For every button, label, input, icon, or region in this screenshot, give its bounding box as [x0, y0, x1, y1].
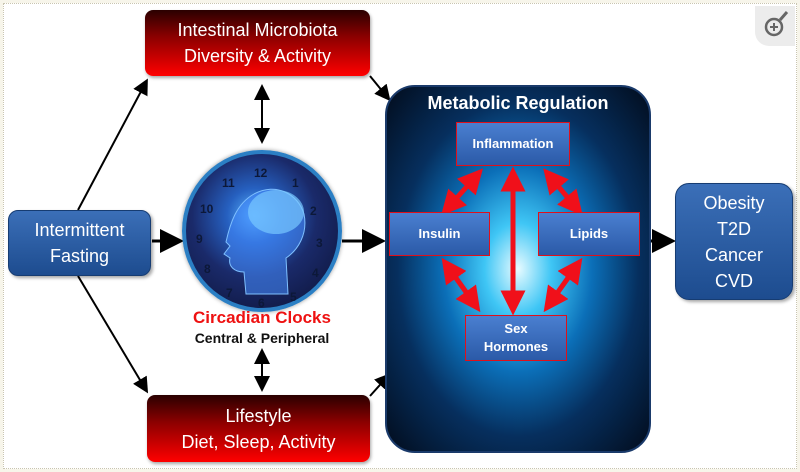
zoom-button[interactable] [755, 6, 795, 46]
arrow-fasting-lifestyle [77, 275, 149, 394]
clock-number: 7 [226, 286, 233, 300]
sex-hormones-box: Sex Hormones [465, 315, 567, 361]
microbiota-subtitle: Diversity & Activity [183, 46, 332, 66]
clock-number: 10 [200, 202, 214, 216]
clock-subtitle: Central & Peripheral [194, 330, 330, 346]
clock-number: 11 [222, 176, 235, 190]
clock-number: 9 [196, 232, 203, 246]
outcomes-box: Obesity T2D Cancer CVD [675, 183, 793, 300]
metabolic-title: Metabolic Regulation [427, 93, 609, 113]
clock-number: 12 [254, 166, 268, 180]
insulin-box: Insulin [389, 212, 490, 256]
insulin-label: Insulin [418, 226, 461, 241]
clock-number: 3 [316, 236, 323, 250]
lipids-label: Lipids [569, 226, 609, 241]
lifestyle-subtitle: Diet, Sleep, Activity [181, 431, 336, 452]
lifestyle-title: Lifestyle [225, 405, 292, 426]
clock-number: 1 [292, 176, 299, 190]
outcome-cancer: Cancer [704, 244, 764, 265]
lifestyle-box: Lifestyle Diet, Sleep, Activity [147, 395, 370, 462]
inflammation-box: Inflammation [456, 122, 570, 166]
clock-number: 2 [310, 204, 317, 218]
microbiota-box: Intestinal Microbiota Diversity & Activi… [145, 10, 370, 76]
outcome-cvd: CVD [714, 270, 753, 291]
hormones-label: Hormones [483, 339, 549, 354]
inflammation-label: Inflammation [472, 136, 554, 151]
arrow-microbiota-metabolic [369, 75, 391, 102]
lipids-box: Lipids [538, 212, 640, 256]
zoom-in-icon [764, 11, 789, 37]
clock-number: 4 [312, 266, 319, 280]
fasting-box: Intermittent Fasting [8, 210, 151, 276]
outcome-t2d: T2D [716, 218, 751, 239]
clock-number: 8 [204, 262, 211, 276]
clock-title: Circadian Clocks [193, 308, 331, 327]
fasting-line2: Fasting [49, 246, 110, 266]
clock-number: 5 [290, 290, 297, 304]
microbiota-title: Intestinal Microbiota [177, 20, 338, 40]
arrow-fasting-microbiota [77, 78, 148, 211]
fasting-line1: Intermittent [34, 220, 125, 240]
head-brain-icon [223, 188, 306, 295]
clock-brain-image: 12 1 2 3 4 5 6 7 8 9 10 11 [182, 150, 342, 312]
clock-number: 6 [258, 296, 265, 310]
sex-label: Sex [504, 321, 528, 336]
outcome-obesity: Obesity [703, 192, 765, 213]
